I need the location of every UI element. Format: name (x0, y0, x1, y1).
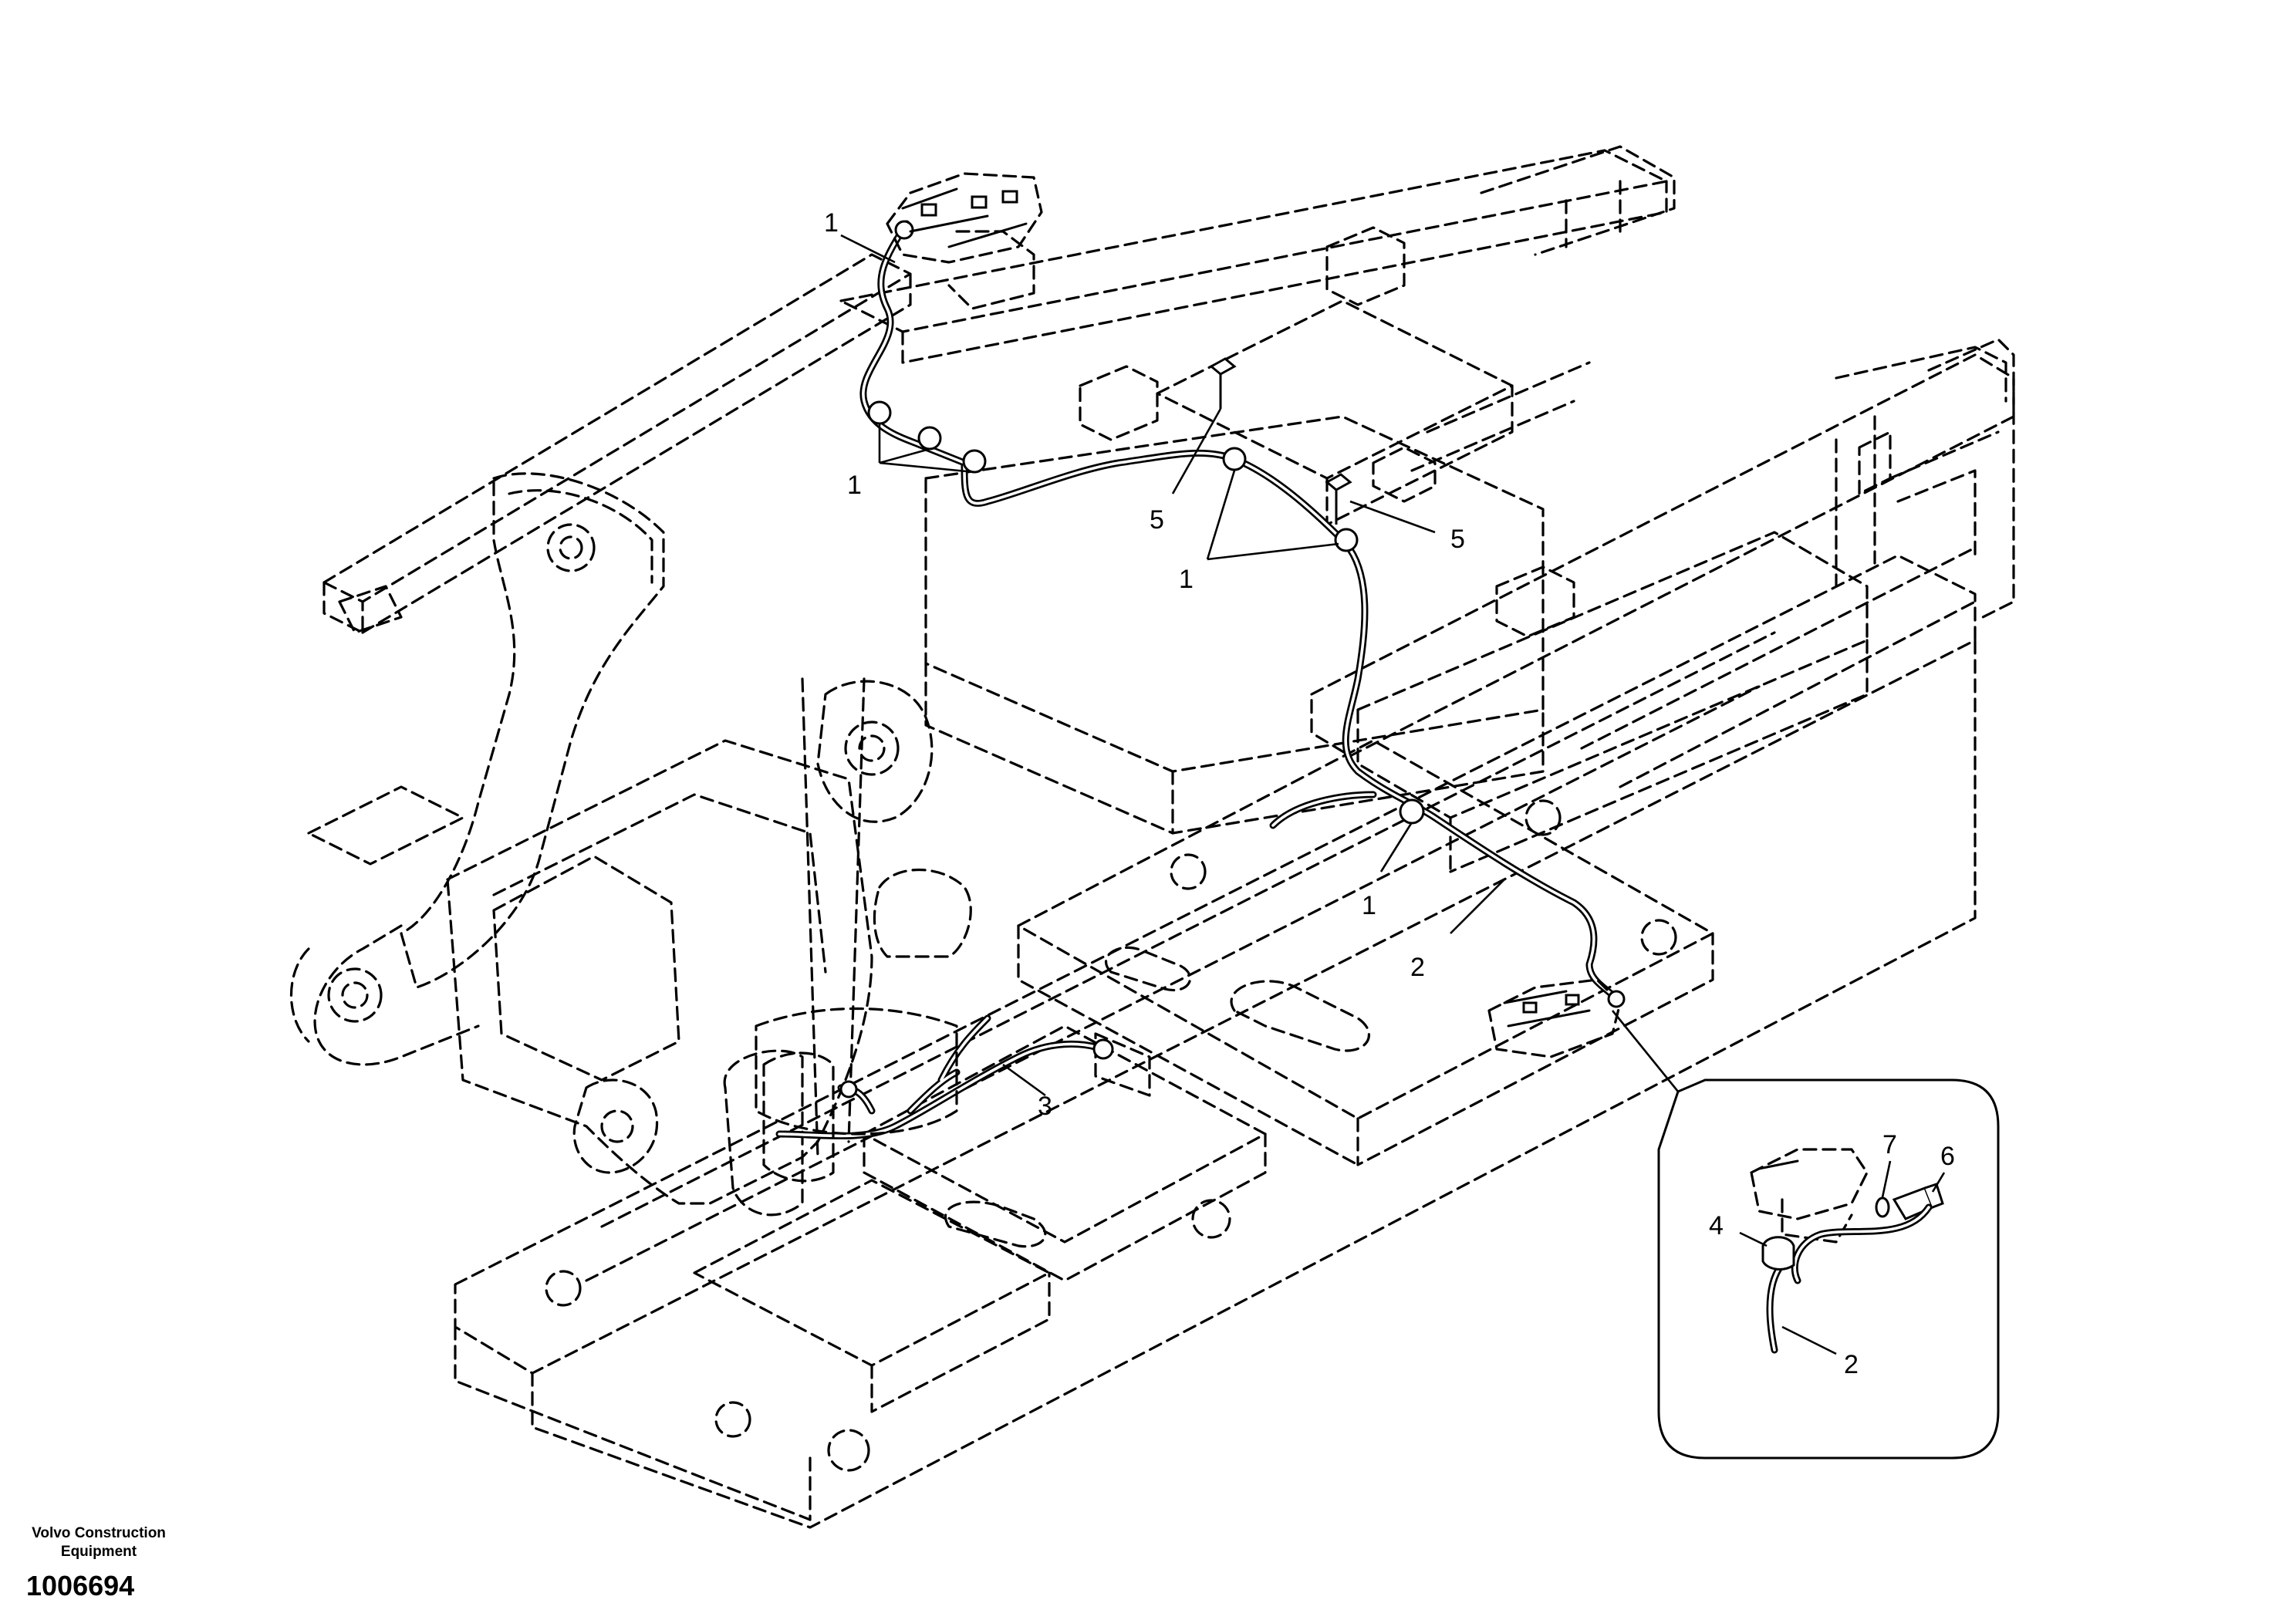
callout-2-detail: 2 (1844, 1350, 1859, 1379)
callout-3: 3 (1038, 1092, 1052, 1121)
boom-bracket (290, 472, 972, 1217)
valve-block-top (886, 172, 1043, 310)
callout-5-left: 5 (1150, 505, 1164, 535)
manufacturer-name-line1: Volvo Construction (32, 1525, 166, 1541)
wiring-harness-lower (755, 1007, 1114, 1183)
callout-4: 4 (1709, 1211, 1724, 1240)
callout-7: 7 (1882, 1130, 1897, 1159)
callout-2-main: 2 (1410, 953, 1425, 982)
frame-outline (322, 145, 2015, 1529)
detail-inset: 7 6 4 2 (1657, 1078, 2000, 1460)
clamp-group (867, 220, 1425, 825)
wiring-harness-upper (859, 220, 1616, 999)
drawing-number: 1006694 (26, 1570, 135, 1601)
callout-5-right: 5 (1450, 525, 1465, 554)
manufacturer-name-line2: Equipment (60, 1544, 137, 1560)
callouts: 1 1 5 1 5 1 2 3 (824, 208, 1680, 1121)
callout-1-top: 1 (824, 208, 839, 238)
callout-6: 6 (1940, 1142, 1955, 1171)
callout-1-left: 1 (847, 471, 862, 500)
callout-1-mid: 1 (1179, 565, 1194, 594)
valve-block-right (1487, 978, 1626, 1058)
callout-1-lower: 1 (1362, 891, 1376, 920)
